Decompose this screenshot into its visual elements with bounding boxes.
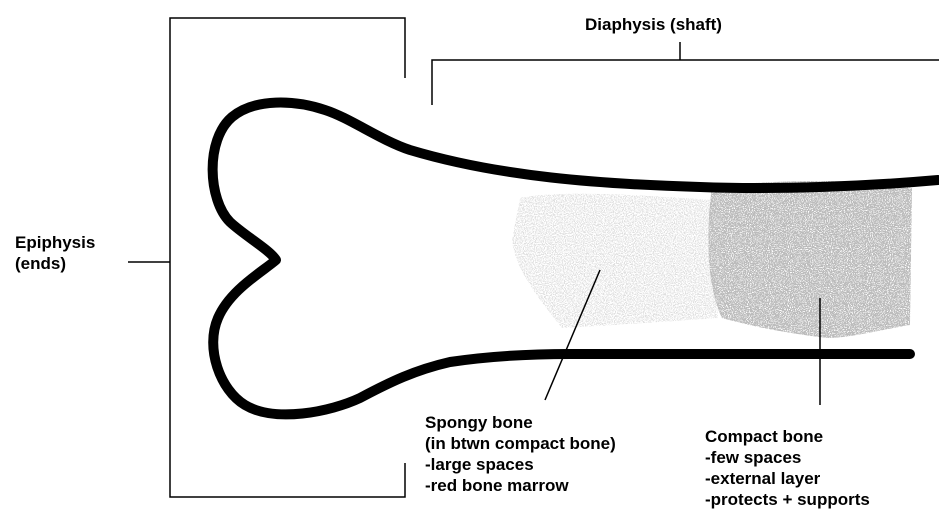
spongy-bone-label-line-3: -large spaces <box>425 454 616 475</box>
epiphysis-label: Epiphysis (ends) <box>15 232 95 274</box>
compact-bone-label-line-2: -few spaces <box>705 447 870 468</box>
compact-bone-label: Compact bone -few spaces -external layer… <box>705 426 870 510</box>
diaphysis-label-text: Diaphysis (shaft) <box>585 14 722 35</box>
spongy-bone-region <box>512 194 718 328</box>
spongy-bone-label-line-4: -red bone marrow <box>425 475 616 496</box>
epiphysis-label-line-1: Epiphysis <box>15 232 95 253</box>
spongy-bone-label-line-1: Spongy bone <box>425 412 616 433</box>
compact-bone-label-line-4: -protects + supports <box>705 489 870 510</box>
compact-bone-region <box>708 181 912 338</box>
diaphysis-label: Diaphysis (shaft) <box>585 14 722 35</box>
compact-bone-label-line-1: Compact bone <box>705 426 870 447</box>
spongy-bone-label: Spongy bone (in btwn compact bone) -larg… <box>425 412 616 496</box>
epiphysis-label-line-2: (ends) <box>15 253 95 274</box>
diaphysis-bracket <box>432 60 939 105</box>
epiphysis-bracket <box>170 18 405 497</box>
compact-bone-label-line-3: -external layer <box>705 468 870 489</box>
spongy-bone-label-line-2: (in btwn compact bone) <box>425 433 616 454</box>
